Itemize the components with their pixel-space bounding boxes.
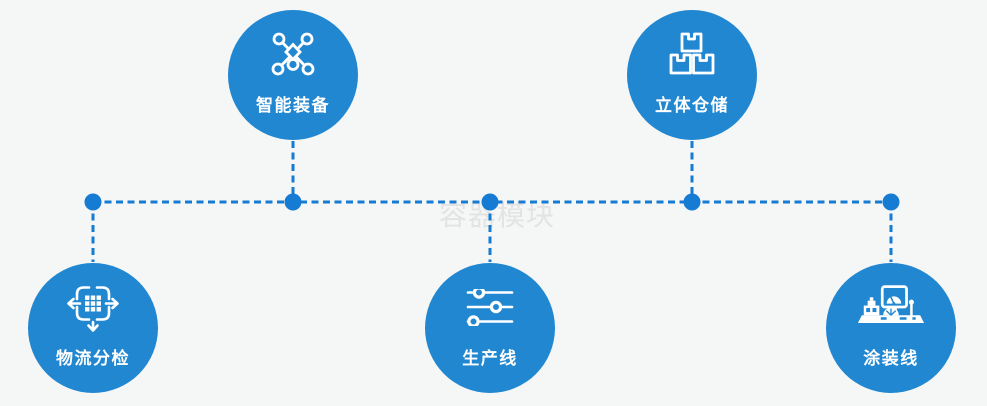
node-logistics-sorting: 物流分检: [28, 263, 158, 393]
node-stereo-warehouse: 立体仓储: [627, 10, 757, 140]
junction-dot: [284, 193, 302, 211]
sliders-icon: [466, 281, 514, 333]
stacked-boxes-icon: [669, 28, 715, 80]
node-label: 物流分检: [56, 349, 130, 369]
junction-dot: [882, 193, 900, 211]
junction-dot: [84, 193, 102, 211]
machine-console-icon: [856, 281, 926, 333]
junction-dot: [481, 193, 499, 211]
distribute-arrows-icon: [65, 281, 121, 333]
junction-dot: [683, 193, 701, 211]
node-label: 立体仓储: [655, 96, 729, 116]
node-label: 涂装线: [863, 349, 919, 369]
node-label: 智能装备: [256, 96, 330, 116]
node-coating-line: 涂装线: [826, 263, 956, 393]
node-smart-equipment: 智能装备: [228, 10, 358, 140]
node-production-line: 生产线: [425, 263, 555, 393]
network-nodes-icon: [269, 28, 317, 80]
node-label: 生产线: [462, 349, 518, 369]
